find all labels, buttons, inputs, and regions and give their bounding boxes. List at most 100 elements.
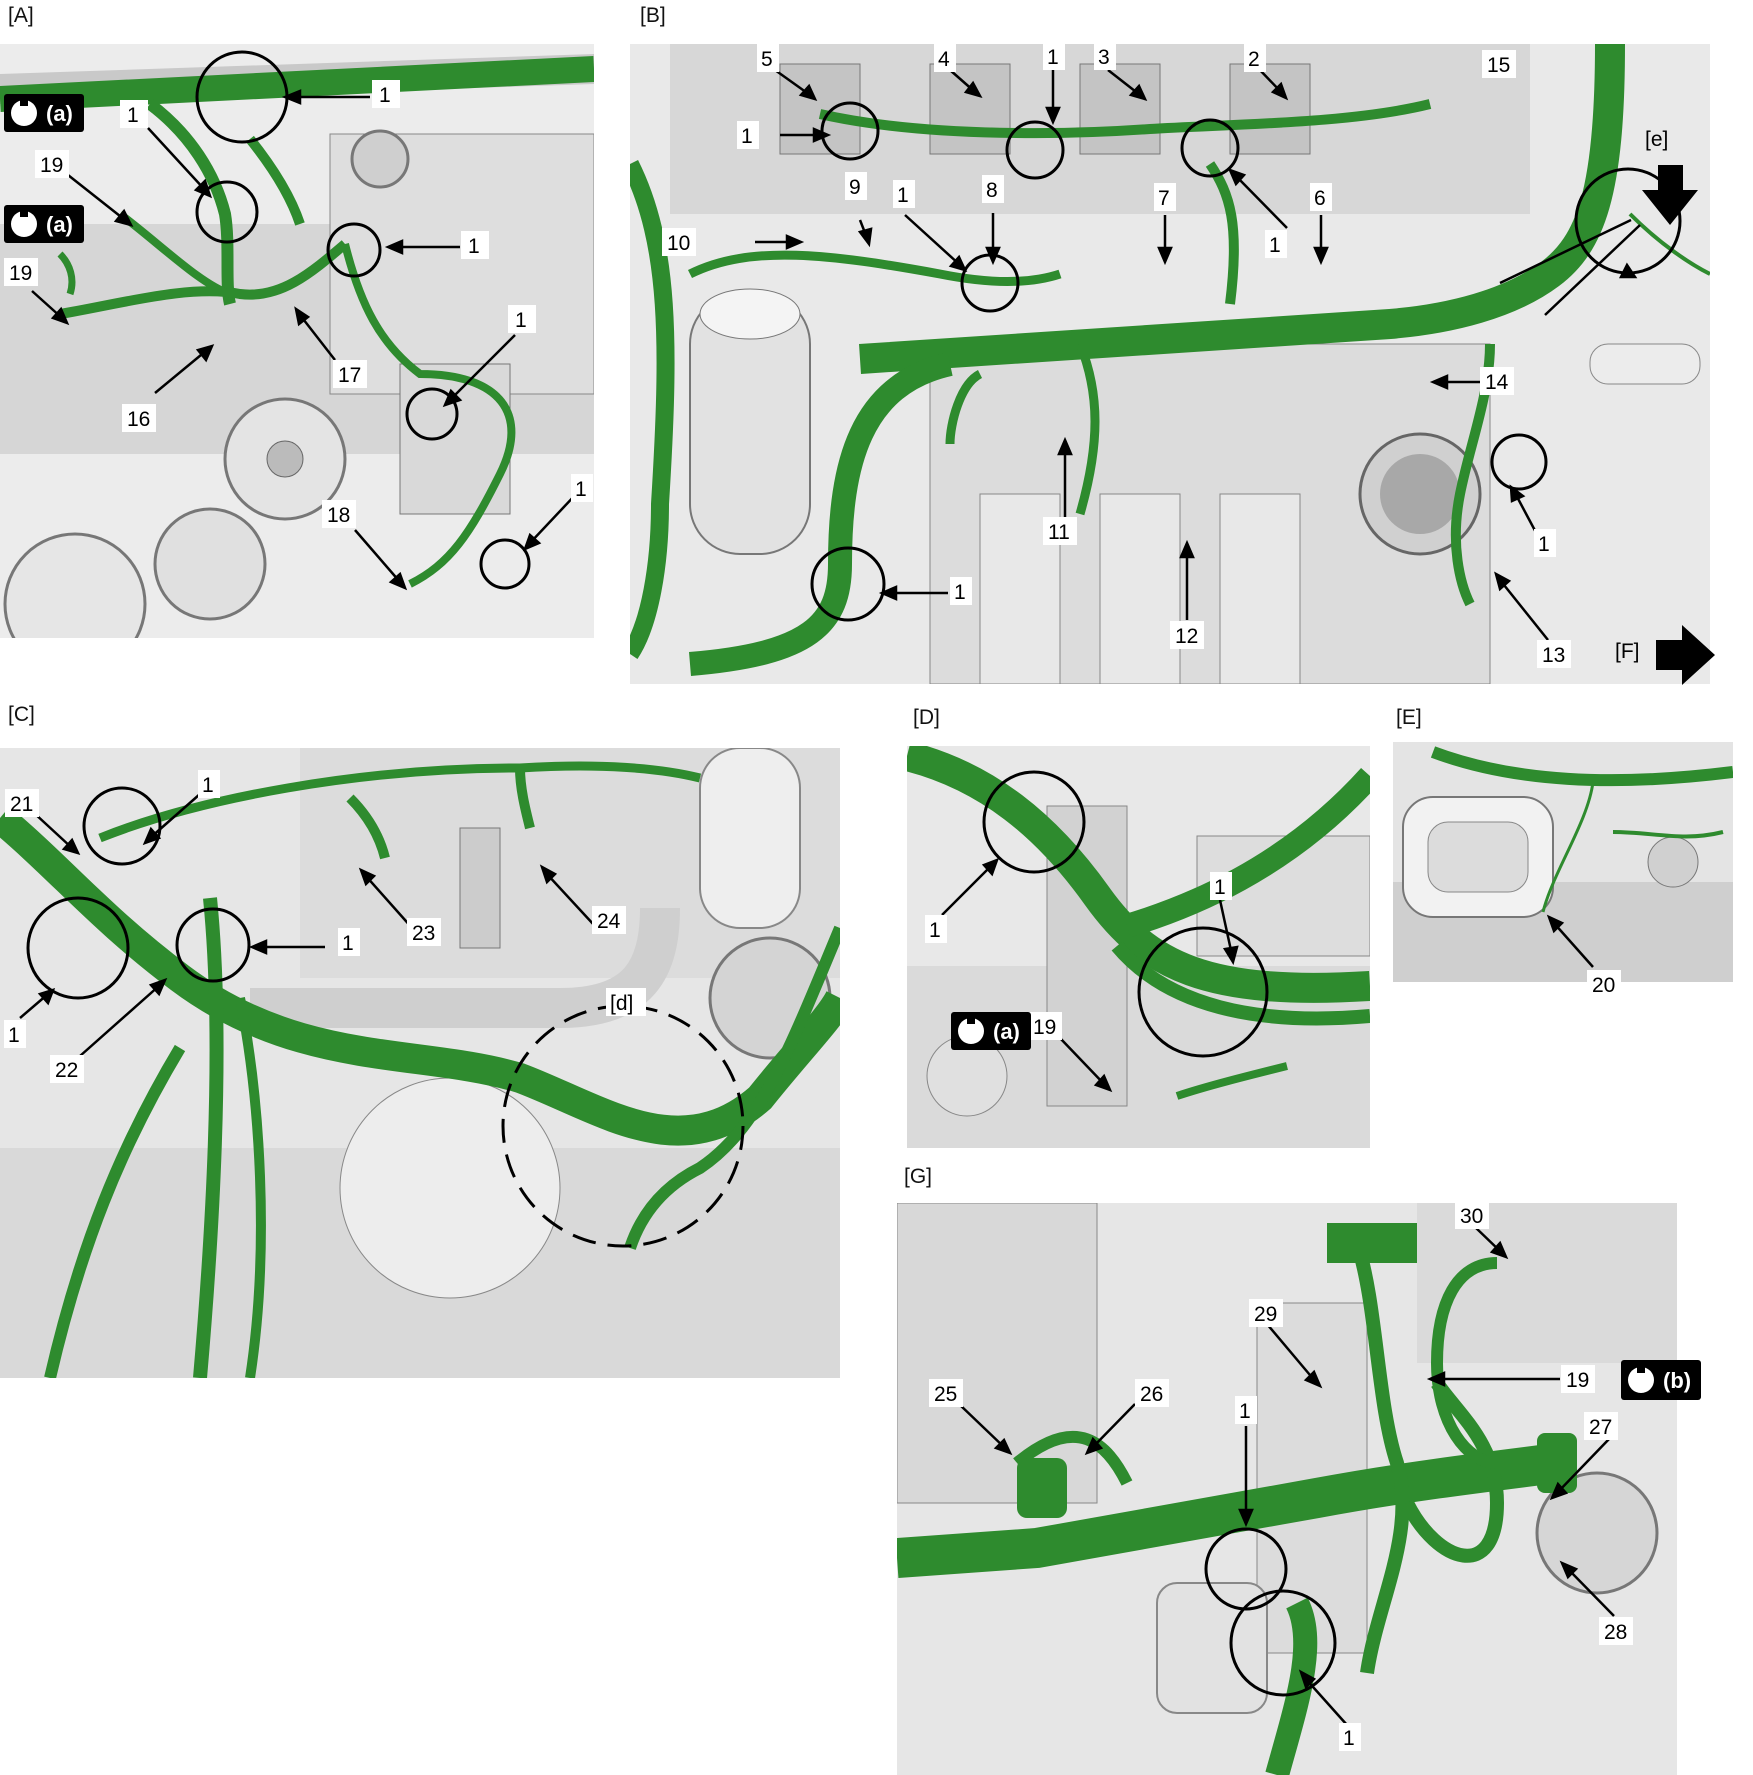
svg-text:9: 9 [849,176,861,199]
callouts-c: 21 1 1 23 24 1 22 [d] [4,770,646,1083]
svg-text:23: 23 [412,922,435,945]
callout-label: 1 [120,100,148,128]
highlight-circle [1180,118,1240,178]
callout-label: 1 [1043,42,1065,70]
callout-label: 18 [322,500,356,528]
callout-label: 22 [50,1055,84,1083]
callout-label: 24 [592,906,626,934]
highlight-circle [1005,120,1065,180]
highlight-circle [326,222,382,278]
svg-text:18: 18 [327,504,350,527]
callouts-b: 5 4 1 3 2 15 1 9 1 8 7 6 1 10 14 1 11 1 … [662,42,1571,668]
callout-label: 1 [198,770,220,798]
tool-badge-a: (a) [4,94,84,132]
svg-text:25: 25 [934,1383,957,1406]
svg-text:16: 16 [127,408,150,431]
highlight-circle [982,770,1086,874]
svg-text:15: 15 [1487,54,1510,77]
callout-label: 1 [1534,529,1556,557]
callouts-a: 1 1 19 19 1 1 1 16 17 18 [4,80,593,528]
svg-text:19: 19 [9,262,32,285]
svg-text:1: 1 [575,478,587,501]
highlight-circle [1490,433,1548,491]
highlight-circle [960,253,1020,313]
tool-badge-b: (b) [1621,1360,1701,1400]
callout-label: 17 [333,360,367,388]
highlight-circle [195,50,289,144]
callout-label: 7 [1154,183,1176,211]
callout-label: 8 [982,175,1004,203]
wrench-icon [11,207,37,237]
svg-text:1: 1 [1047,46,1059,69]
panel-g-illustration [897,1203,1677,1775]
callouts-g: 30 29 25 26 1 19 27 28 1 [929,1203,1633,1751]
callout-label: 15 [1482,50,1516,78]
svg-text:22: 22 [55,1059,78,1082]
callout-label: 1 [1235,1396,1257,1424]
svg-text:(a): (a) [46,212,73,237]
callout-label: 1 [372,80,400,108]
svg-text:19: 19 [1566,1369,1589,1392]
callout-label: 1 [1265,230,1287,258]
svg-text:1: 1 [1269,234,1281,257]
callouts-d: 1 1 19 [925,872,1232,1040]
highlight-circle [26,896,130,1000]
svg-text:1: 1 [1239,1400,1251,1423]
callout-label: 3 [1094,42,1116,70]
highlight-circle [1204,1527,1288,1611]
tool-badge-a: (a) [951,1012,1031,1050]
svg-text:20: 20 [1592,974,1615,997]
svg-text:1: 1 [127,104,139,127]
callout-label: 2 [1244,44,1266,72]
svg-text:1: 1 [379,84,391,107]
highlight-circle [175,907,251,983]
svg-text:1: 1 [1343,1727,1355,1750]
tool-badge-a: (a) [4,205,84,243]
svg-text:[d]: [d] [610,992,633,1015]
panel-c-illustration [0,748,840,1378]
svg-text:19: 19 [40,154,63,177]
svg-text:(b): (b) [1663,1368,1691,1393]
callout-label: 1 [1339,1723,1361,1751]
svg-text:13: 13 [1542,644,1565,667]
callout-label: 9 [845,172,867,200]
detail-circle-icon [501,1004,745,1248]
svg-text:5: 5 [761,48,773,71]
svg-text:7: 7 [1158,187,1170,210]
callout-label: 1 [508,305,536,333]
callout-label: 5 [757,44,779,72]
panel-c-annotations: 21 1 1 23 24 1 22 [d] [4,770,745,1248]
direction-label-e: [e] [1645,128,1669,151]
svg-text:6: 6 [1314,187,1326,210]
callout-label: 19 [1561,1365,1595,1393]
callout-label: 30 [1455,1203,1489,1229]
callout-label: 19 [1028,1012,1062,1040]
svg-text:1: 1 [202,774,214,797]
panel-label-a: [A] [8,4,34,27]
callout-label: 19 [4,258,38,286]
arrow-right-icon [1656,625,1715,685]
svg-text:27: 27 [1589,1416,1612,1439]
svg-text:28: 28 [1604,1621,1627,1644]
callout-label: 12 [1170,621,1204,649]
highlight-circle [820,101,880,161]
callout-label: 14 [1480,367,1514,395]
panel-label-g: [G] [904,1165,933,1188]
svg-text:26: 26 [1140,1383,1163,1406]
panel-b-annotations: 5 4 1 3 2 15 1 9 1 8 7 6 1 10 14 1 11 1 … [662,42,1715,685]
callout-label: 1 [338,928,360,956]
callout-label: 26 [1135,1379,1169,1407]
callout-label: 1 [737,121,759,149]
panel-a-annotations: 1 1 19 19 1 1 1 16 17 18 (a) (a) [4,50,593,591]
svg-text:4: 4 [938,48,950,71]
callout-label: 1 [925,915,947,943]
callout-label: 1 [461,231,489,259]
callout-label: 1 [950,577,972,605]
highlight-circle [810,546,886,622]
svg-text:1: 1 [929,919,941,942]
callout-label: 13 [1537,640,1571,668]
callout-label: 25 [929,1379,963,1407]
callout-label: 6 [1310,183,1332,211]
callout-label: 4 [934,44,956,72]
svg-text:3: 3 [1098,46,1110,69]
